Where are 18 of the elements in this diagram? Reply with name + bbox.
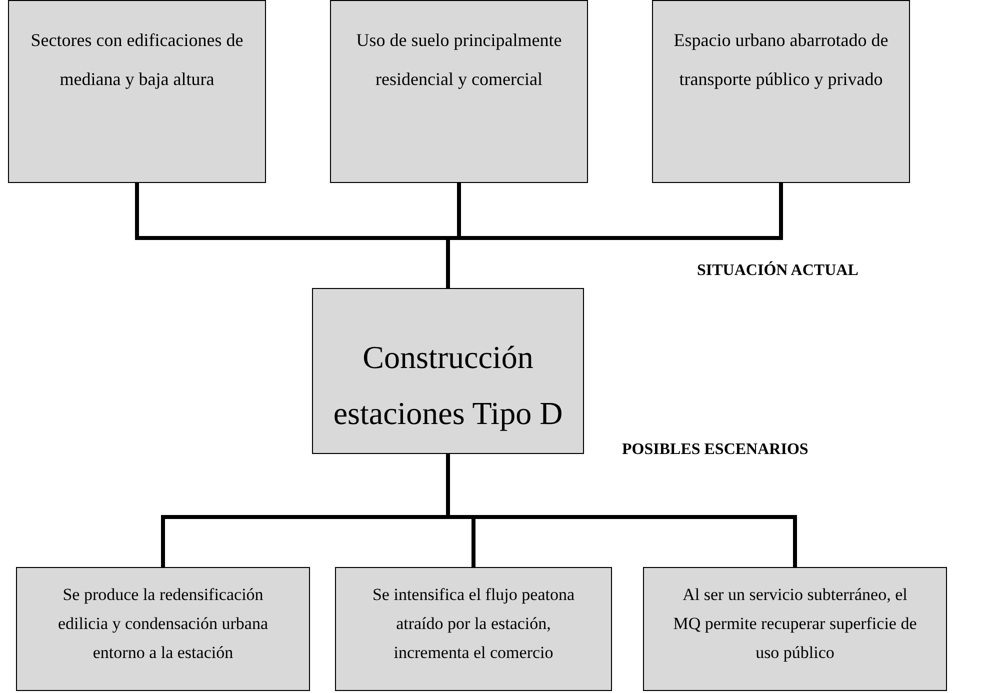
process-box <box>16 567 310 691</box>
connector-line <box>446 183 783 288</box>
box-text: Sectores con edificaciones de mediana y baja altura <box>30 29 244 91</box>
connector-line <box>446 454 797 567</box>
section-label: POSIBLES ESCENARIOS <box>622 441 808 459</box>
box-text: Al ser un servicio subterráneo, el MQ permite recuperar superficie de uso público <box>672 584 918 664</box>
process-box <box>312 288 584 454</box>
process-box <box>330 0 588 183</box>
process-box <box>8 0 266 183</box>
process-box <box>643 567 947 691</box>
box-text: Espacio urbano abarrotado de transporte público y privado <box>673 29 889 91</box>
box-text: Uso de suelo principalmente residencial y comercial <box>355 29 563 91</box>
box-text: Se produce la redensificación edilicia y condensación urbana entorno a la estación <box>56 584 270 664</box>
section-label: SITUACIÓN ACTUAL <box>697 262 858 280</box>
box-text: Se intensifica el flujo peatona atraído por la estación, incrementa el comercio <box>371 584 576 664</box>
process-box <box>335 567 612 691</box>
process-box <box>652 0 910 183</box>
box-text: Construcción estaciones Tipo D <box>332 338 564 433</box>
